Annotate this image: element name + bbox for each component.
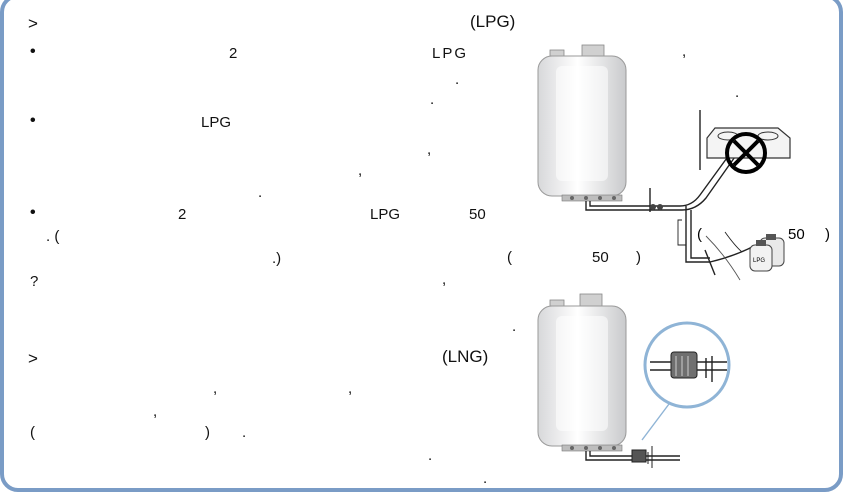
bullet2-comma1: ,: [427, 141, 432, 158]
lng-section-arrow: >: [28, 349, 38, 368]
gas-filter-icon: [631, 446, 653, 468]
bullet3-note-open: (: [507, 249, 512, 266]
lng-installation-figure: [537, 293, 731, 468]
bullet1-dot3: .: [735, 84, 740, 101]
callout-paren-open: (: [697, 226, 702, 243]
water-heater-icon: [537, 44, 627, 202]
prohibited-icon: [725, 132, 767, 174]
bullet2-marker: •: [30, 112, 36, 129]
lpg-installation-figure: ( 50 ) LPG: [537, 44, 830, 281]
lng-paren-open: (: [30, 424, 35, 441]
lng-dot-top: .: [512, 318, 517, 335]
bullet3-paren-close-line: .): [272, 250, 282, 267]
bullet3-question: ?: [30, 273, 39, 290]
bullet1-number: 2: [229, 45, 238, 62]
lng-comma2: ,: [348, 380, 353, 397]
lng-comma1: ,: [213, 380, 218, 397]
callout-paren-close: ): [825, 226, 830, 243]
bullet1-comma: ,: [682, 43, 687, 60]
bullet1-marker: •: [30, 43, 36, 60]
lpg-section-title: (LPG): [470, 12, 516, 31]
bullet3-comma: ,: [442, 271, 447, 288]
bullet3-note-value: 50: [592, 249, 609, 266]
bullet3-paren-open-line: . (: [46, 228, 60, 245]
lng-comma3: ,: [153, 403, 158, 420]
bullet1-dot2: .: [430, 91, 435, 108]
bullet3-number: 2: [178, 206, 187, 223]
lpg-section-arrow: >: [28, 14, 38, 33]
magnifier-icon: [643, 321, 731, 409]
bullet1-dot1: .: [455, 71, 460, 88]
bullet2-dot: .: [258, 184, 263, 201]
bullet2-comma2: ,: [358, 162, 363, 179]
bullet2-gas: LPG: [201, 114, 232, 131]
lpg-cylinder-icon: LPG: [749, 234, 785, 272]
lng-paren-close: ): [205, 424, 210, 441]
lng-dot3: .: [483, 470, 488, 487]
bullet3-note-close: ): [636, 249, 641, 266]
svg-text:LPG: LPG: [753, 258, 765, 264]
lng-section-title: (LNG): [442, 347, 489, 366]
bullet1-gas: LPG: [432, 45, 469, 62]
bullet3-marker: •: [30, 204, 36, 221]
bullet3-value: 50: [469, 206, 486, 223]
water-heater-icon: [537, 293, 627, 452]
callout-value: 50: [788, 226, 805, 243]
lng-dot2: .: [428, 447, 433, 464]
lng-dot1: .: [242, 424, 247, 441]
bullet3-gas: LPG: [370, 206, 401, 223]
